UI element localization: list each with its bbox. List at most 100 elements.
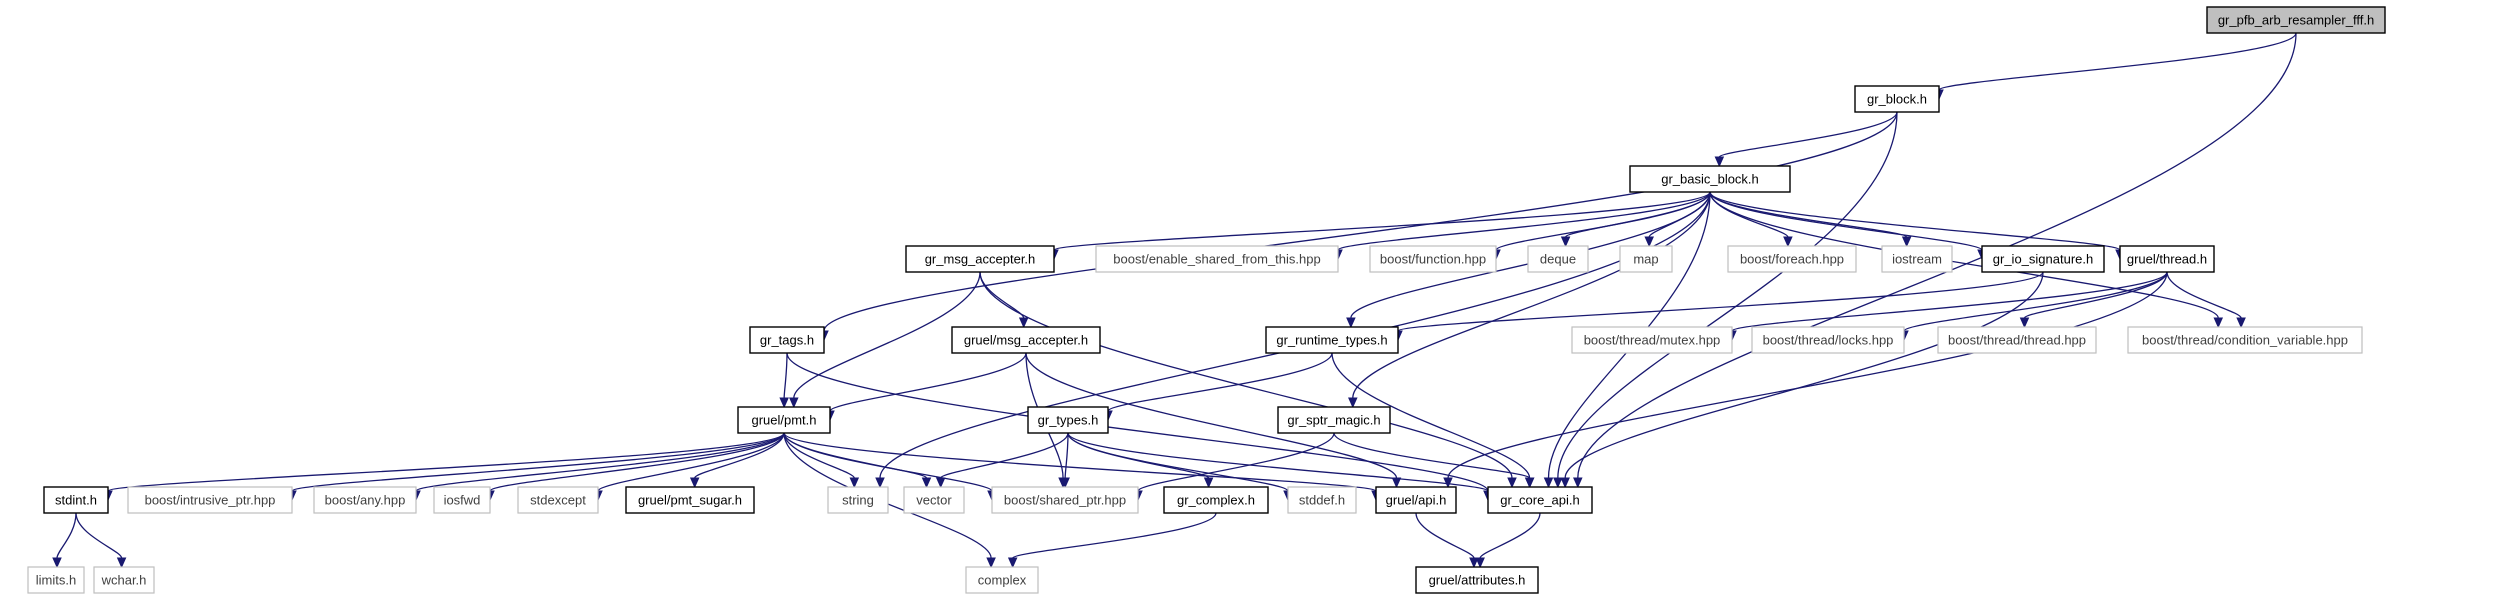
node-pmt-sugar[interactable]: gruel/pmt_sugar.h bbox=[625, 486, 755, 514]
node-box bbox=[433, 486, 491, 514]
node-root[interactable]: gr_pfb_arb_resampler_fff.h bbox=[2206, 6, 2386, 34]
node-gruel-msg-accepter[interactable]: gruel/msg_accepter.h bbox=[951, 326, 1101, 354]
node-box bbox=[93, 566, 155, 594]
edge-gruel-pmt-to-string bbox=[783, 432, 855, 479]
node-stdint[interactable]: stdint.h bbox=[43, 486, 109, 514]
edge-gr-basic-block-to-gr-io-signature bbox=[1709, 191, 1983, 251]
node-label: stdexcept bbox=[530, 493, 586, 508]
edge-gr-tags-to-gruel-pmt bbox=[783, 352, 788, 399]
edge-gr-sptr-magic-to-shared-ptr bbox=[1137, 432, 1335, 492]
node-box bbox=[1027, 406, 1109, 434]
node-box bbox=[1619, 245, 1673, 273]
node-label: boost/thread/condition_variable.hpp bbox=[2142, 333, 2348, 348]
node-gruel-pmt[interactable]: gruel/pmt.h bbox=[737, 406, 831, 434]
node-label: boost/thread/thread.hpp bbox=[1948, 333, 2086, 348]
node-box bbox=[965, 566, 1039, 594]
node-box bbox=[1163, 486, 1269, 514]
node-box bbox=[749, 326, 825, 354]
node-gr-runtime-types[interactable]: gr_runtime_types.h bbox=[1265, 326, 1399, 354]
node-label: boost/function.hpp bbox=[1380, 252, 1486, 267]
edge-gr-basic-block-to-condvar-hpp bbox=[1709, 191, 2219, 319]
arrowhead-icon bbox=[1783, 236, 1793, 248]
edge-stdint-to-wchar bbox=[75, 512, 123, 559]
arrowhead-icon bbox=[1524, 477, 1535, 489]
node-thread-hpp: boost/thread/thread.hpp bbox=[1937, 326, 2097, 354]
node-stddef: stddef.h bbox=[1287, 486, 1357, 514]
node-complex: complex bbox=[965, 566, 1039, 594]
arrowhead-icon bbox=[1469, 557, 1479, 569]
node-condvar-hpp: boost/thread/condition_variable.hpp bbox=[2127, 326, 2363, 354]
node-box bbox=[1369, 245, 1497, 273]
node-box bbox=[1277, 406, 1391, 434]
node-label: gruel/pmt.h bbox=[751, 413, 816, 428]
node-box bbox=[43, 486, 109, 514]
edge-gruel-pmt-to-stdexcept bbox=[597, 432, 785, 492]
node-box bbox=[1287, 486, 1357, 514]
node-label: complex bbox=[978, 573, 1027, 588]
node-box bbox=[1095, 245, 1339, 273]
edge-gr-msg-accepter-to-gr-core-api bbox=[979, 271, 1513, 479]
edge-gr-basic-block-to-gruel-thread bbox=[1709, 191, 2121, 251]
edge-stdint-to-limits bbox=[56, 512, 77, 559]
node-label: string bbox=[842, 493, 874, 508]
edge-gr-runtime-types-to-gr-core-api bbox=[1331, 352, 1531, 479]
arrowhead-icon bbox=[1560, 236, 1571, 248]
node-label: stdint.h bbox=[55, 493, 97, 508]
edge-gr-block-to-gr-core-api bbox=[1557, 111, 1898, 479]
node-gr-sptr-magic[interactable]: gr_sptr_magic.h bbox=[1277, 406, 1391, 434]
node-box bbox=[1937, 326, 2097, 354]
node-attributes[interactable]: gruel/attributes.h bbox=[1415, 566, 1539, 594]
node-label: stddef.h bbox=[1299, 493, 1345, 508]
node-label: gr_block.h bbox=[1867, 92, 1927, 107]
edge-gruel-pmt-to-iosfwd bbox=[489, 432, 785, 492]
node-gr-complex[interactable]: gr_complex.h bbox=[1163, 486, 1269, 514]
node-box bbox=[1727, 245, 1857, 273]
node-vector: vector bbox=[903, 486, 965, 514]
node-gr-core-api[interactable]: gr_core_api.h bbox=[1487, 486, 1593, 514]
node-box bbox=[625, 486, 755, 514]
node-gr-types[interactable]: gr_types.h bbox=[1027, 406, 1109, 434]
node-label: gruel/api.h bbox=[1386, 493, 1447, 508]
node-label: wchar.h bbox=[101, 573, 147, 588]
arrowhead-icon bbox=[1018, 317, 1029, 329]
node-label: deque bbox=[1540, 252, 1576, 267]
node-gruel-api[interactable]: gruel/api.h bbox=[1375, 486, 1457, 514]
node-iostream: iostream bbox=[1881, 245, 1953, 273]
node-label: gr_types.h bbox=[1038, 413, 1099, 428]
node-box bbox=[313, 486, 417, 514]
node-box bbox=[1265, 326, 1399, 354]
node-box bbox=[737, 406, 831, 434]
arrowhead-icon bbox=[2236, 317, 2246, 329]
arrowhead-icon bbox=[1443, 477, 1453, 489]
edge-gr-sptr-magic-to-gr-core-api bbox=[1333, 432, 1531, 479]
node-label: boost/intrusive_ptr.hpp bbox=[145, 493, 276, 508]
node-label: limits.h bbox=[36, 573, 76, 588]
node-label: gr_pfb_arb_resampler_fff.h bbox=[2218, 13, 2374, 28]
node-gruel-thread[interactable]: gruel/thread.h bbox=[2119, 245, 2215, 273]
edge-gr-runtime-types-to-gr-types bbox=[1107, 352, 1333, 412]
node-gr-block[interactable]: gr_block.h bbox=[1854, 85, 1940, 113]
node-label: gruel/attributes.h bbox=[1429, 573, 1526, 588]
arrowhead-icon bbox=[1346, 317, 1356, 329]
node-iosfwd: iosfwd bbox=[433, 486, 491, 514]
edge-gruel-pmt-to-stdint bbox=[107, 432, 785, 492]
edge-gr-types-to-vector bbox=[940, 432, 1069, 479]
node-label: gr_tags.h bbox=[760, 333, 814, 348]
arrowhead-icon bbox=[1901, 236, 1912, 248]
node-label: boost/any.hpp bbox=[325, 493, 406, 508]
edge-gr-basic-block-to-enable-shared bbox=[1337, 191, 1711, 251]
edge-gruel-pmt-to-intrusive-ptr bbox=[291, 432, 785, 492]
node-gr-tags[interactable]: gr_tags.h bbox=[749, 326, 825, 354]
edge-gr-types-to-stddef bbox=[1067, 432, 1289, 492]
node-label: gr_sptr_magic.h bbox=[1287, 413, 1380, 428]
node-gr-io-signature[interactable]: gr_io_signature.h bbox=[1981, 245, 2105, 273]
node-gr-basic-block[interactable]: gr_basic_block.h bbox=[1629, 165, 1791, 193]
edge-gruel-pmt-to-pmt-sugar bbox=[694, 432, 785, 479]
node-box bbox=[2206, 6, 2386, 34]
node-gr-msg-accepter[interactable]: gr_msg_accepter.h bbox=[905, 245, 1055, 273]
edge-gr-msg-accepter-to-gruel-msg-accepter bbox=[979, 271, 1025, 319]
edge-gr-types-to-gr-core-api bbox=[1067, 432, 1489, 492]
node-label: gruel/thread.h bbox=[2127, 252, 2207, 267]
edge-gruel-msg-accepter-to-gruel-api bbox=[1025, 352, 1398, 479]
node-label: gr_basic_block.h bbox=[1661, 172, 1759, 187]
